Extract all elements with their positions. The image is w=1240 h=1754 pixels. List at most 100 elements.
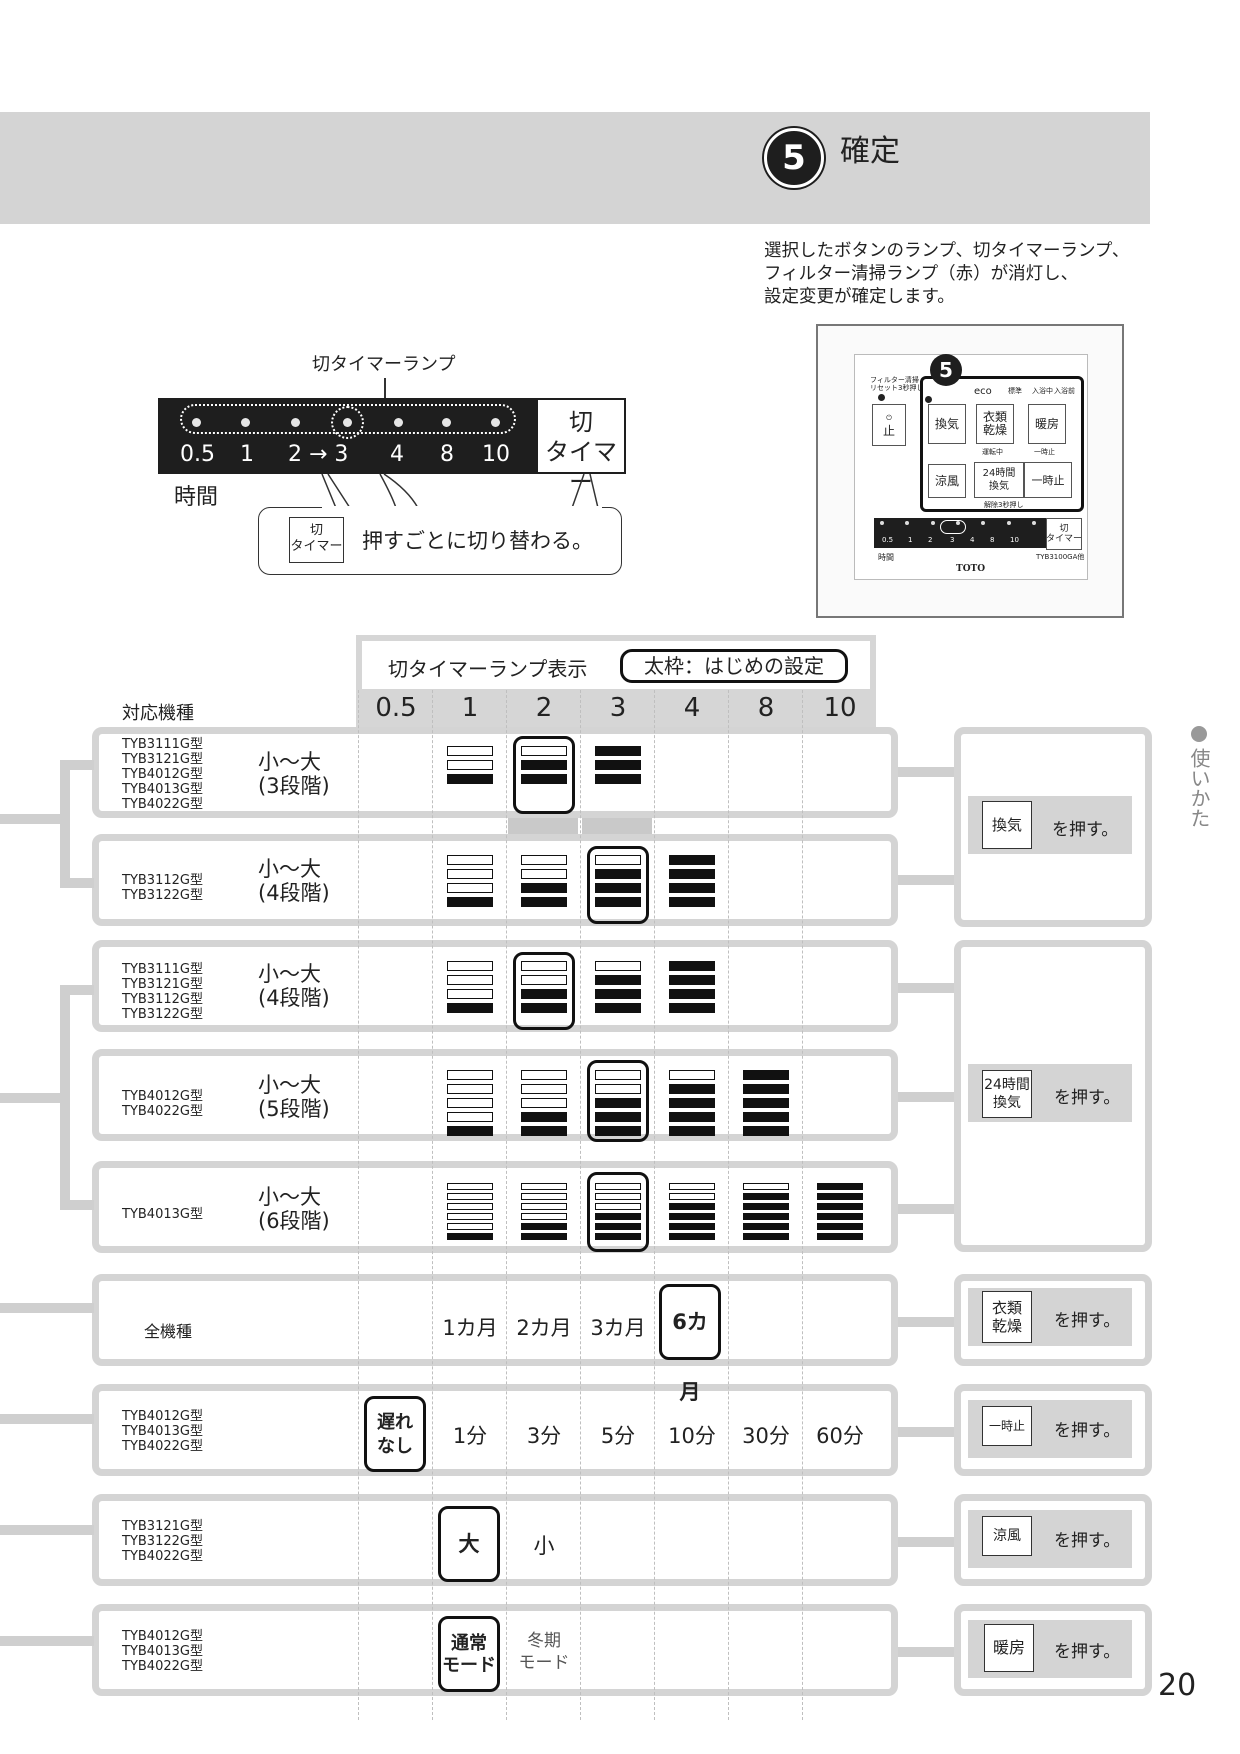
range-label: 小〜大(5段階) [258, 1073, 330, 1121]
column-header: 4 [683, 693, 701, 723]
table-row [92, 1384, 898, 1476]
danbou-button[interactable]: 暖房 [1028, 404, 1066, 444]
connector-strip [508, 816, 578, 836]
callout-pointers [321, 473, 599, 509]
press-text: を押す。 [1054, 1311, 1121, 1331]
lamp-indicator-icon [447, 1070, 493, 1140]
kaijo-label: 解除3秒押し [984, 501, 1024, 509]
right-connector [898, 1427, 956, 1437]
kanki-button[interactable]: 換気 [982, 801, 1032, 849]
unten-label: 運転中 [982, 448, 1003, 456]
brand-logo: TOTO [956, 564, 986, 574]
eco-label: eco [974, 386, 992, 397]
column-header: 10 [823, 693, 857, 723]
callout-text: 押すごとに切り替わる。 [362, 529, 593, 553]
callout-mask [322, 506, 602, 510]
ichiji-label: 一時止 [1034, 448, 1055, 456]
24h-kanki-button[interactable]: 24時間 換気 [974, 462, 1024, 498]
panel-timer-num: 1 [908, 536, 913, 544]
range-line: 小〜大 [258, 962, 321, 986]
range-label: 小〜大(4段階) [258, 857, 330, 905]
24h-kanki-button[interactable]: 24時間 換気 [982, 1070, 1032, 1118]
ichiji-button[interactable]: 一時止 [982, 1406, 1032, 1446]
lamp-indicator-icon [521, 855, 567, 911]
timer-number: 8 [440, 442, 454, 467]
column-divider [506, 690, 507, 1720]
left-connector [60, 985, 70, 1210]
kiri-timer-button[interactable]: 切 タイマー [536, 398, 626, 496]
irui-kansou-button[interactable]: 衣類 乾燥 [982, 1291, 1032, 1343]
delay-option: 60分 [816, 1424, 864, 1448]
timer-number: 4 [390, 442, 404, 467]
table-row [92, 940, 898, 1032]
step-title: 確定 [840, 134, 900, 169]
range-line: (6段階) [258, 1209, 330, 1233]
model-list: TYB4012G型 TYB4013G型 TYB4022G型 [122, 1409, 203, 1454]
lamp-indicator-icon [669, 1070, 715, 1140]
right-connector [898, 983, 956, 993]
model-list: TYB3111G型 TYB3121G型 TYB3112G型 TYB3122G型 [122, 962, 203, 1022]
left-connector [60, 760, 70, 888]
column-divider [580, 690, 581, 1720]
lamp-dot-icon [442, 418, 451, 427]
right-connector [898, 767, 956, 777]
timer-button-line: 切 [569, 408, 593, 436]
panel-timer-num: 2 [928, 536, 933, 544]
lamp-indicator-icon [595, 1070, 641, 1140]
panel-timer-button[interactable]: 切 タイマー [1046, 518, 1082, 550]
lamp-dot-icon [192, 418, 201, 427]
lamp-dot-icon [291, 418, 300, 427]
section-tab: 使いかた [1186, 748, 1212, 828]
lamp-indicator-icon [743, 1070, 789, 1140]
lamp-indicator-icon [669, 855, 715, 911]
dot-icon [955, 521, 960, 525]
callout-button-line: 切 [309, 523, 323, 538]
column-divider [358, 690, 359, 1720]
mode-label: 入浴中 [1032, 387, 1053, 395]
lamp-indicator-icon [521, 961, 567, 1017]
page-number: 20 [1158, 1668, 1197, 1703]
range-label: 小〜大(4段階) [258, 962, 330, 1010]
column-divider [728, 690, 729, 1720]
model-list: TYB3111G型 TYB3121G型 TYB4012G型 TYB4013G型 … [122, 737, 203, 812]
panel-timer-num: 3 [950, 536, 955, 544]
initial-setting-frame [587, 1060, 649, 1142]
dot-icon [981, 521, 986, 525]
range-line: 小〜大 [258, 857, 321, 881]
kanki-button[interactable]: 換気 [928, 404, 966, 444]
highlight-frame [920, 376, 1084, 512]
lamp-indicator-icon [521, 1070, 567, 1140]
panel-timer-num: 8 [990, 536, 995, 544]
column-header: 0.5 [375, 693, 417, 723]
range-label: 小〜大(3段階) [258, 750, 330, 798]
table-row [92, 1274, 898, 1366]
range-line: (3段階) [258, 774, 330, 798]
press-text: を押す。 [1054, 1642, 1121, 1662]
lamp-indicator-icon [595, 855, 641, 911]
column-header: 1 [461, 693, 479, 723]
range-label: 小〜大(6段階) [258, 1185, 330, 1233]
period-option: 2カ月 [516, 1316, 572, 1340]
lamp-indicator-icon [669, 1183, 715, 1243]
irui-kansou-button[interactable]: 衣類 乾燥 [976, 404, 1014, 444]
ichiji-button[interactable]: 一時止 [1024, 462, 1072, 498]
timer-number: 10 [482, 442, 510, 467]
ryofu-button[interactable]: 涼風 [928, 464, 966, 498]
section-bullet-icon [1191, 726, 1207, 742]
mode-label: 標準 [1008, 387, 1022, 395]
table-row [92, 834, 898, 926]
range-line: (5段階) [258, 1097, 330, 1121]
mode-option: 冬期 モード [518, 1631, 570, 1673]
delay-option: 10分 [668, 1424, 716, 1448]
lamp-indicator-icon [447, 855, 493, 911]
lamp-indicator-icon [447, 746, 493, 788]
models-label: 対応機種 [122, 703, 194, 724]
dot-icon [1031, 521, 1036, 525]
danbou-button[interactable]: 暖房 [984, 1624, 1034, 1672]
model-list: TYB4013G型 [122, 1207, 203, 1222]
callout-timer-button-icon: 切 タイマー [289, 517, 344, 563]
panel-jikan-label: 時間 [878, 553, 894, 562]
time-label: 時間 [174, 485, 219, 510]
ryofu-button[interactable]: 涼風 [982, 1516, 1032, 1556]
stop-button[interactable]: ⏻止 [872, 404, 906, 446]
